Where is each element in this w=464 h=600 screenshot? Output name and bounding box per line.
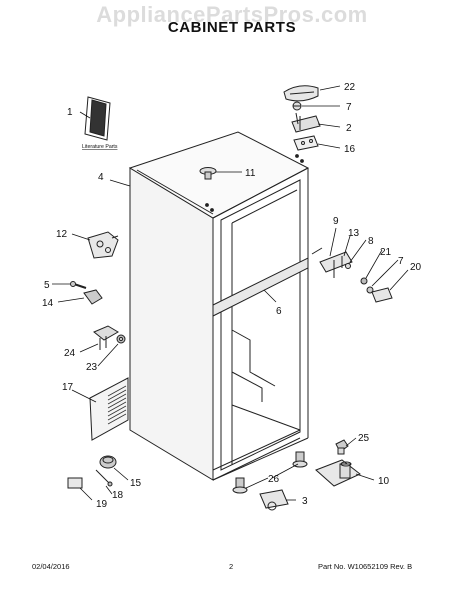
screw-18 [95,469,113,487]
door-stop [371,287,393,303]
callout-8: 8 [368,236,374,247]
callout-4: 4 [98,172,104,183]
callout-24: 24 [64,348,76,359]
callout-2: 2 [346,123,352,134]
top-hinge [291,112,321,133]
leveling-leg-15 [99,455,117,469]
callout-26: 26 [268,474,280,485]
clip-14 [83,289,103,305]
callout-21: 21 [380,247,392,258]
callout-25: 25 [358,433,370,444]
hinge-cover [283,85,319,102]
callout-9: 9 [333,216,339,227]
literature-parts-label: Literature Parts [82,144,118,150]
water-valve [87,231,119,259]
callout-12: 12 [56,229,68,240]
callout-14: 14 [42,298,54,309]
callout-17: 17 [62,382,74,393]
footer-part-info: Part No. W10652109 Rev. B [318,562,413,571]
washer-21 [360,277,368,285]
callout-7-right: 7 [398,256,404,267]
center-hinge [311,247,353,278]
cabinet [128,131,310,481]
drain-fitting [93,325,119,350]
callout-11: 11 [245,168,256,179]
bolt-25 [335,439,349,455]
callout-20: 20 [410,262,422,273]
callout-13: 13 [348,228,360,239]
callout-6: 6 [276,306,282,317]
callout-15: 15 [130,478,142,489]
hinge-screw [292,101,302,111]
callout-16: 16 [344,144,356,155]
watermark: AppliancePartsPros.com [96,2,368,27]
pad-19 [67,477,83,489]
page-title: CABINET PARTS [167,19,297,36]
callout-labels: 1 2 3 4 5 6 7 7 8 9 10 11 12 13 14 15 16… [42,82,422,510]
literature-parts [84,96,111,141]
callout-7-top: 7 [346,102,352,113]
callout-19: 19 [96,499,108,510]
callout-23: 23 [86,362,98,373]
footer-page: 2 [229,562,234,571]
leveling-leg-26a [292,451,308,468]
washer-23 [116,334,126,344]
callout-3: 3 [302,496,308,507]
screw-5 [70,281,87,289]
footer-date: 02/04/2016 [32,562,70,571]
hinge-shim [293,135,319,151]
bottom-hinge [315,459,361,487]
callout-18: 18 [112,490,124,501]
leveling-leg-26b [232,477,248,494]
callout-5: 5 [44,280,50,291]
hinge-screw-right [366,286,374,294]
callout-22: 22 [344,82,356,93]
roller-3 [259,489,289,511]
toe-grille [89,377,129,441]
callout-1: 1 [67,107,73,118]
top-plug [199,167,217,180]
callout-10: 10 [378,476,390,487]
